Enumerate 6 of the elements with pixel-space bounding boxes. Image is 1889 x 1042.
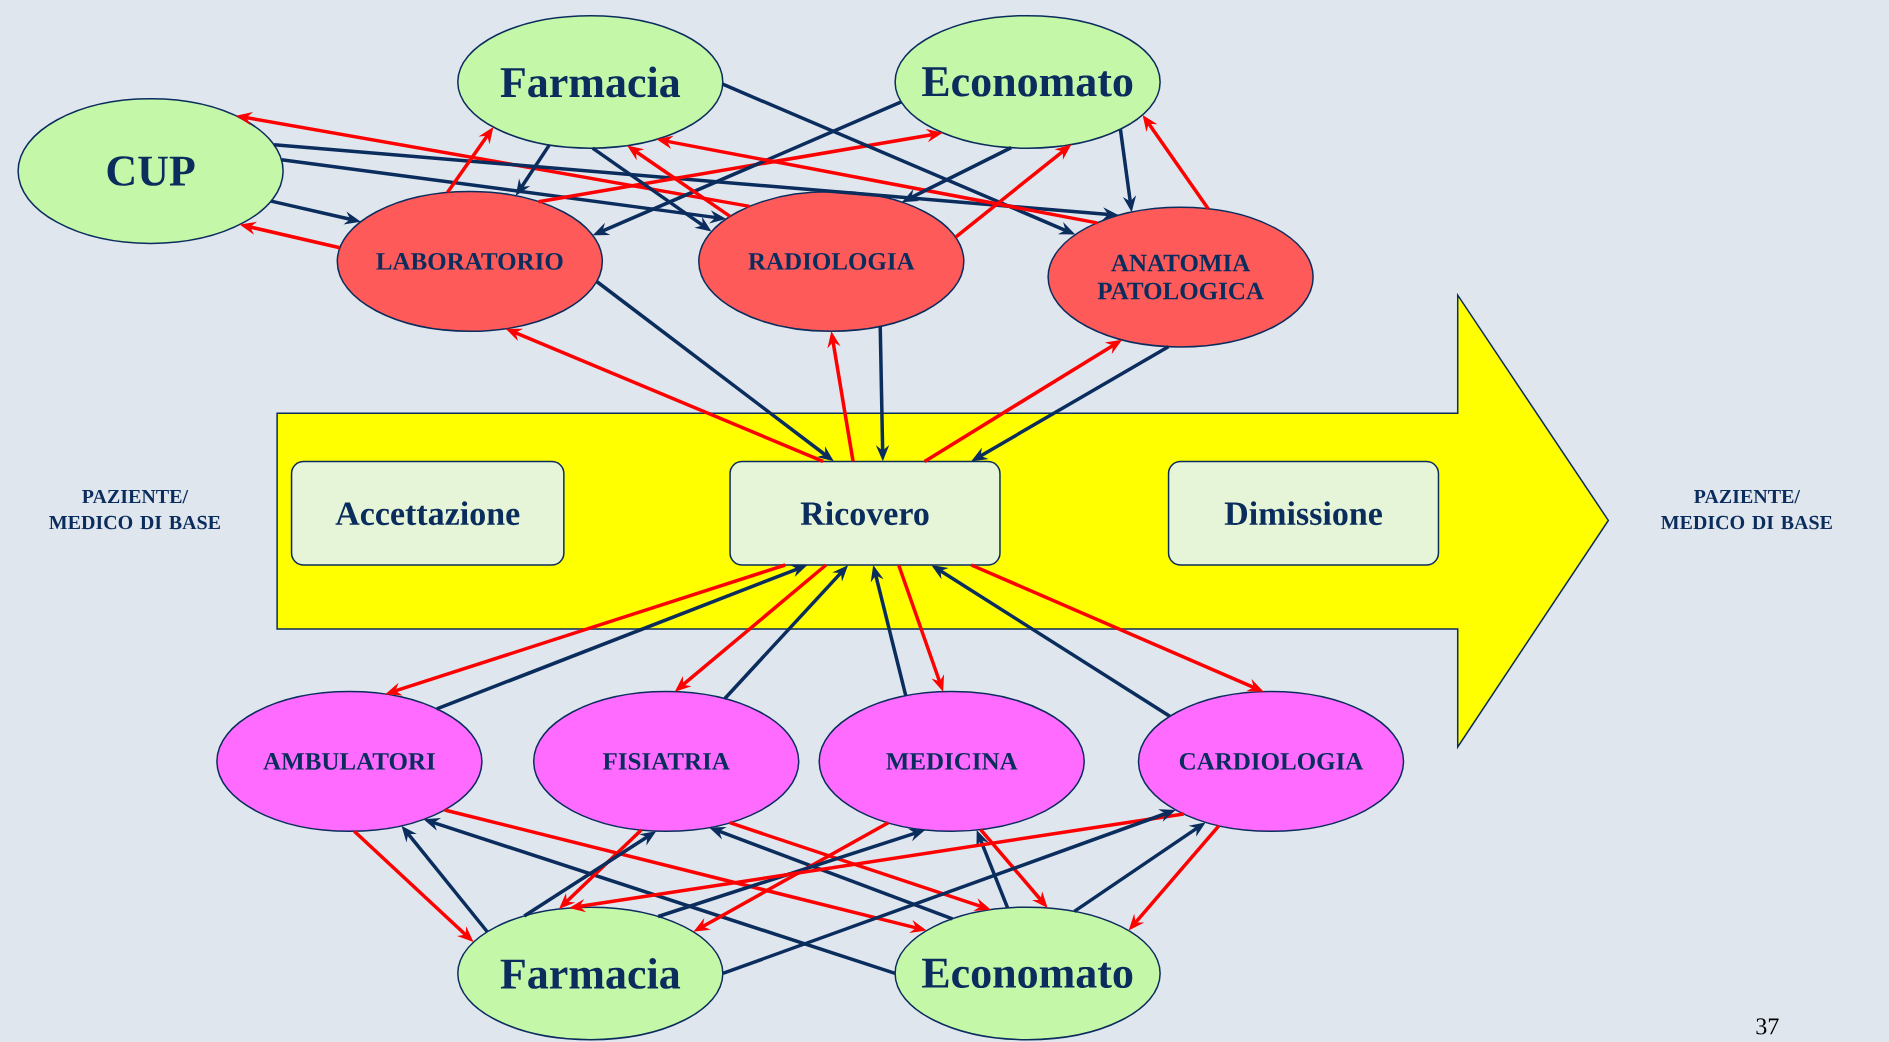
phase-box: Ricovero [729,460,1001,566]
patient-label: PAZIENTE/ MEDICO DI BASE [49,489,220,530]
phase-box: Accettazione [290,460,565,566]
phase-box: Dimissione [1167,460,1440,566]
page-number: 37 [1756,1018,1779,1035]
patient-label: PAZIENTE/ MEDICO DI BASE [1661,489,1832,530]
